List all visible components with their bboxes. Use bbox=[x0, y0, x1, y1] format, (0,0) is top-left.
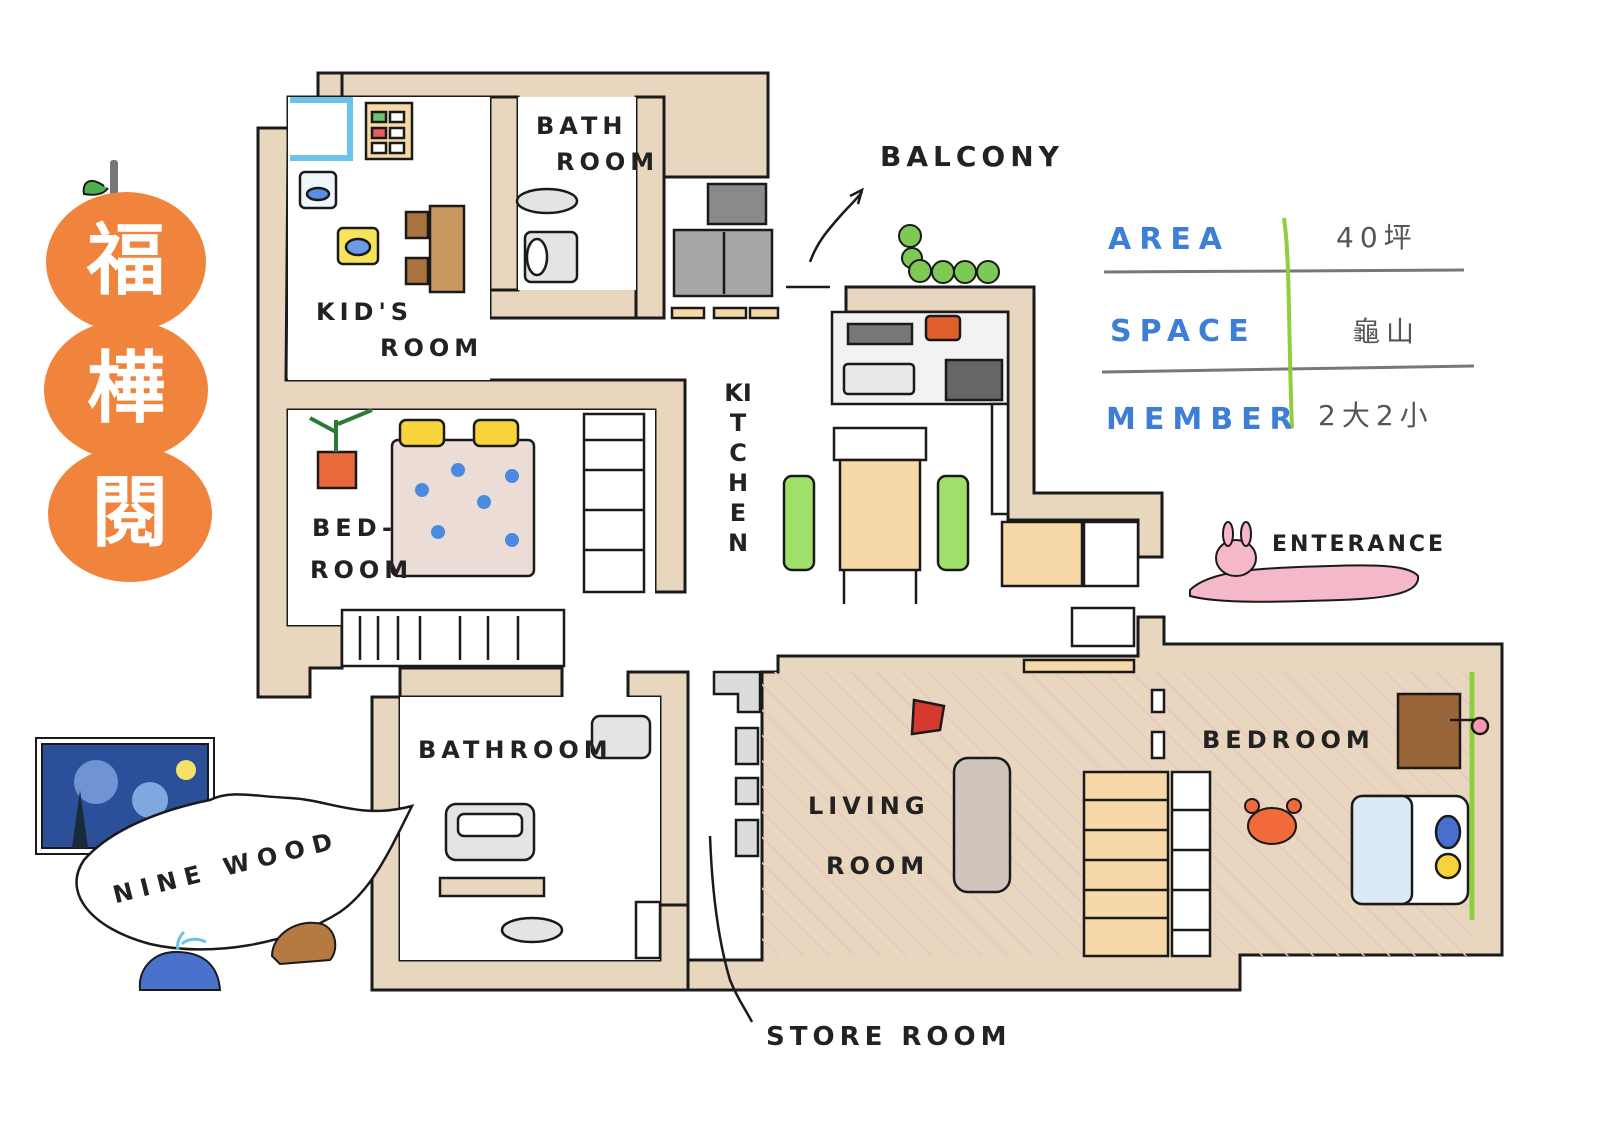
bathroom-label: BATHROOM bbox=[418, 736, 613, 764]
title-char-3: 閱 bbox=[90, 467, 169, 558]
balcony-appliances bbox=[670, 182, 780, 320]
balcony-label: BALCONY bbox=[880, 140, 1064, 173]
pot-icon bbox=[924, 314, 962, 342]
info-area-key: AREA bbox=[1108, 222, 1231, 257]
bedroom-right-label: BEDROOM bbox=[1202, 726, 1375, 754]
sofa-icon bbox=[952, 756, 1012, 894]
plant-pot-icon bbox=[316, 450, 358, 490]
shoe-cabinet bbox=[1082, 520, 1140, 588]
stove-icon bbox=[846, 322, 914, 346]
info-area-value: 40坪 bbox=[1336, 221, 1418, 254]
bathroom-fixtures bbox=[438, 714, 662, 960]
info-member-value: 2大2小 bbox=[1318, 399, 1434, 432]
pillow-blue bbox=[1434, 814, 1462, 850]
kitchen-label: KITCHEN bbox=[724, 379, 752, 557]
pillow-2 bbox=[472, 418, 520, 448]
living-bookshelf bbox=[1082, 770, 1170, 958]
kids-room-label-1: KID'S bbox=[316, 298, 414, 326]
bedroom-left-label-1: BED- bbox=[312, 514, 398, 542]
orange-3 bbox=[48, 446, 212, 582]
balcony-arrow bbox=[808, 191, 863, 263]
title-oranges bbox=[44, 160, 212, 582]
wall-left-wing bbox=[256, 71, 687, 699]
store-room-items bbox=[712, 670, 762, 858]
kids-room-blue-corner bbox=[290, 97, 353, 161]
bedroom-wardrobe bbox=[1170, 770, 1212, 958]
bedroom-desk bbox=[1396, 692, 1462, 770]
info-member-key: MEMBER bbox=[1106, 402, 1301, 437]
info-space-value: 龜山 bbox=[1352, 315, 1421, 348]
fridge-cabinet bbox=[1000, 520, 1084, 588]
kids-desk bbox=[428, 204, 466, 294]
leaf-icon bbox=[82, 179, 109, 196]
info-table-lines bbox=[1101, 217, 1475, 429]
entrance-rug bbox=[1189, 521, 1420, 603]
hedgehog-icon bbox=[270, 921, 337, 966]
title-char-1: 福 bbox=[86, 215, 165, 306]
wall-bath-right bbox=[634, 95, 666, 320]
kids-chair-2 bbox=[404, 256, 430, 286]
living-room-label-1: LIVING bbox=[808, 792, 930, 820]
plant-icon bbox=[309, 408, 373, 452]
toilet-icon bbox=[515, 187, 579, 215]
wall-bath-divider bbox=[488, 95, 520, 292]
bedroom-left-furniture bbox=[309, 408, 646, 668]
bath-top-label-1: BATH bbox=[536, 112, 628, 140]
living-room-label-2: ROOM bbox=[826, 852, 930, 880]
pillow-yellow bbox=[1434, 852, 1462, 880]
dryer-icon bbox=[706, 182, 768, 226]
caterpillar-icon bbox=[898, 224, 1000, 284]
dining-chair-right bbox=[936, 474, 970, 572]
kids-room-furniture bbox=[298, 101, 466, 294]
kitchen-side-shelf bbox=[990, 402, 1010, 516]
red-chair-icon bbox=[910, 698, 946, 736]
oven-icon bbox=[842, 362, 916, 396]
bedroom-right-furniture bbox=[1350, 692, 1490, 906]
washbasin-icon bbox=[590, 714, 652, 760]
speech-bubble bbox=[75, 793, 415, 951]
dining-chair-left bbox=[782, 474, 816, 572]
bed-left bbox=[390, 438, 536, 578]
orange-2 bbox=[44, 320, 208, 460]
toilet-bottom-icon bbox=[500, 916, 564, 944]
orange-1 bbox=[46, 192, 206, 332]
store-room-arrow bbox=[708, 835, 754, 1023]
kitchen-furniture bbox=[782, 310, 1140, 648]
table-head bbox=[832, 426, 928, 462]
dishwasher-icon bbox=[944, 358, 1004, 402]
dining-table bbox=[838, 458, 922, 572]
bath-top-label-2: ROOM bbox=[556, 148, 660, 176]
entrance-label: ENTERANCE bbox=[1272, 532, 1447, 557]
whale-icon bbox=[138, 930, 222, 991]
crab-icon bbox=[1244, 798, 1302, 845]
orange-stem bbox=[110, 160, 118, 196]
kids-chair-1 bbox=[404, 210, 430, 240]
wardrobe-left bbox=[582, 412, 646, 594]
rabbit-icon bbox=[1215, 539, 1257, 577]
bath-top-fixtures bbox=[515, 187, 579, 284]
pillow-1 bbox=[398, 418, 446, 448]
bath-wall-stub bbox=[438, 876, 546, 898]
info-space-key: SPACE bbox=[1110, 314, 1257, 349]
desk-shelf bbox=[340, 608, 566, 668]
entrance-cabinet bbox=[1070, 606, 1136, 648]
living-room-furniture bbox=[910, 658, 1212, 958]
bedroom-left-label-2: ROOM bbox=[310, 556, 414, 584]
kids-room-label-2: ROOM bbox=[380, 334, 484, 362]
title-char-2: 樺 bbox=[86, 343, 165, 434]
store-room-label: STORE ROOM bbox=[766, 1022, 1012, 1052]
